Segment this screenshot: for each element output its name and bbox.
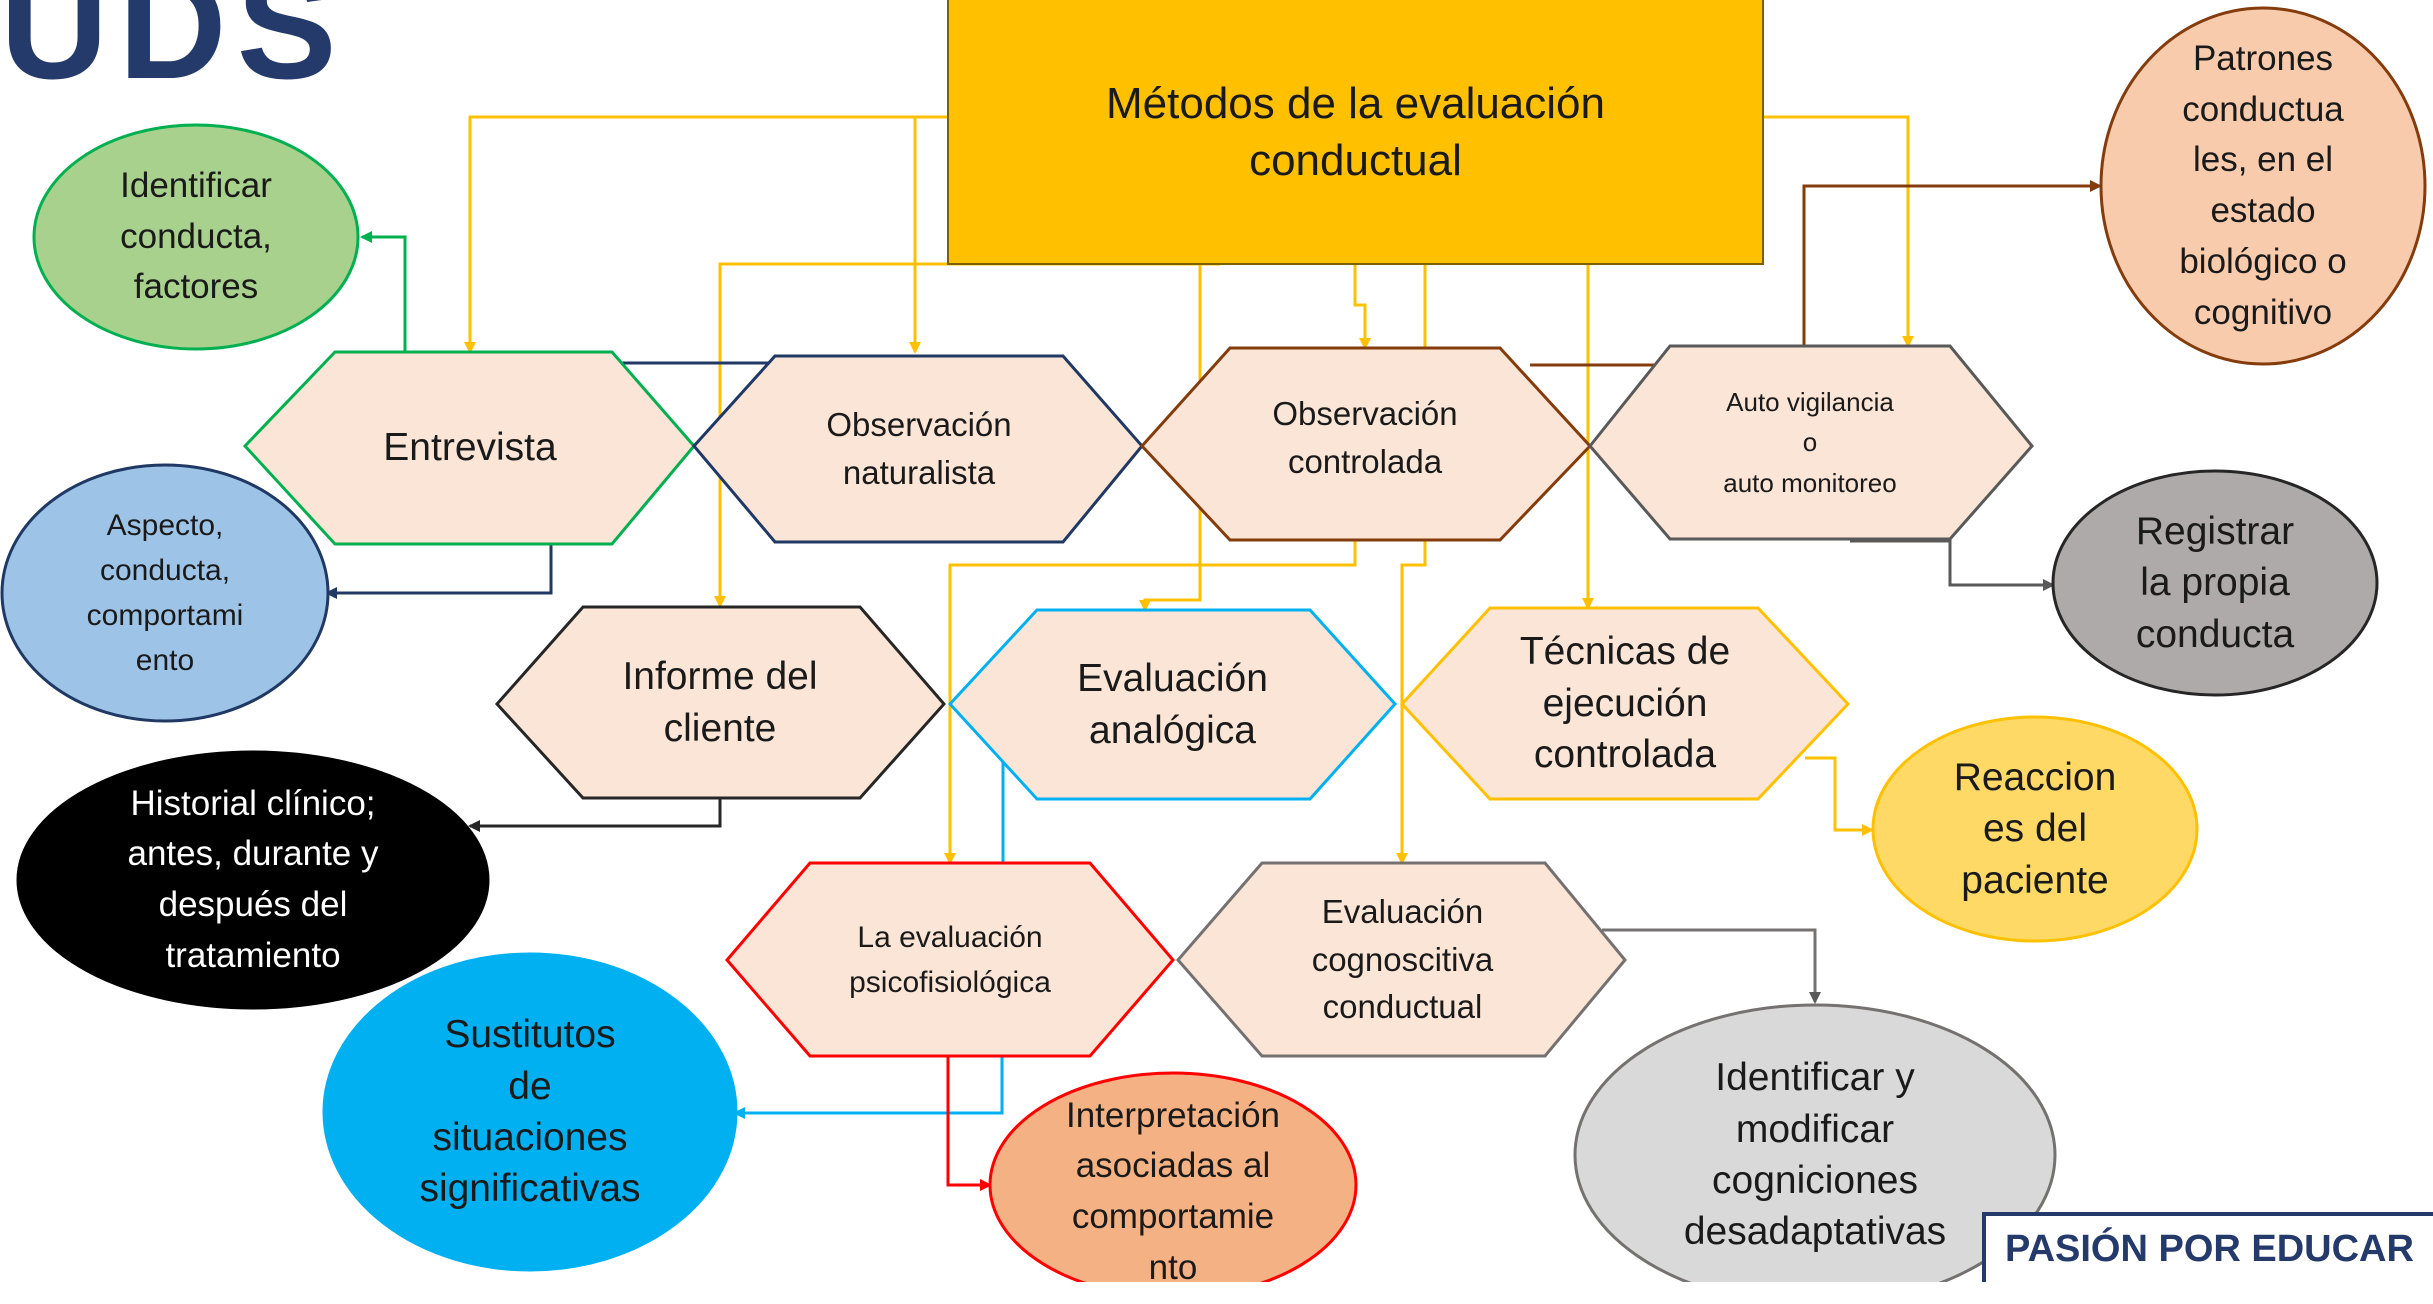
ellipse-reacciones bbox=[1871, 715, 2199, 943]
label-interpretacion: Interpretación asociadas al comportamie … bbox=[1065, 1095, 1281, 1287]
ellipse-registrar bbox=[2051, 469, 2379, 697]
ellipse-interpretacion bbox=[988, 1071, 1358, 1282]
edge-informe-historial bbox=[468, 798, 722, 832]
label-cognoscitiva: Evaluación cognoscitiva conductual bbox=[1311, 892, 1494, 1026]
label-reacciones: Reaccion es del paciente bbox=[1953, 755, 2117, 902]
edge-title-psicofisiologica bbox=[944, 540, 1357, 865]
hex-tecnicas bbox=[1399, 606, 1851, 801]
label-historial: Historial clínico; antes, durante y desp… bbox=[127, 783, 379, 975]
hex-eval-analogica bbox=[947, 608, 1398, 801]
ellipse-sustitutos bbox=[322, 952, 738, 1272]
label-eval-analogica: Evaluación analógica bbox=[1077, 657, 1268, 752]
label-registrar: Registrar la propia conducta bbox=[2135, 509, 2295, 656]
edge-auto-patrones bbox=[1802, 180, 2102, 346]
edge-title-auto bbox=[1763, 115, 1914, 348]
ellipse-identificar bbox=[32, 123, 360, 351]
label-modificar: Identificar y modificar cogniciones desa… bbox=[1683, 1056, 1947, 1254]
edge-tecnicas-reacciones bbox=[1805, 756, 1874, 836]
label-obs-controlada: Observación controlada bbox=[1272, 395, 1458, 480]
logo: UDS bbox=[0, 0, 347, 110]
label-informe: Informe del cliente bbox=[622, 655, 818, 750]
label-patrones: Patrones conductua les, en el estado bio… bbox=[2179, 38, 2347, 332]
label-obs-naturalista: Observación naturalista bbox=[826, 406, 1012, 491]
label-identificar: Identificar conducta, factores bbox=[120, 165, 272, 307]
edge-entrevista-identificar bbox=[357, 231, 407, 354]
ellipse-historial bbox=[16, 750, 490, 1010]
hex-cognoscitiva bbox=[1176, 861, 1627, 1058]
hex-auto-vigilancia bbox=[1588, 344, 2034, 541]
edge-title-obs-controlada bbox=[1353, 264, 1371, 350]
edge-entrevista-aspecto bbox=[325, 540, 553, 599]
label-aspecto: Aspecto, conducta, comportami ento bbox=[86, 509, 244, 677]
label-tecnicas: Técnicas de ejecución controlada bbox=[1519, 630, 1731, 777]
ellipse-modificar bbox=[1573, 1003, 2057, 1282]
title-box bbox=[947, 0, 1764, 265]
edge-psico-interpretacion bbox=[946, 1056, 992, 1191]
label-sustitutos: Sustitutos de situaciones significativas bbox=[419, 1013, 641, 1211]
footer-tagline: PASIÓN POR EDUCAR bbox=[1982, 1212, 2433, 1282]
hex-psicofisiologica bbox=[725, 861, 1175, 1058]
edge-title-entrevista bbox=[464, 115, 948, 354]
label-entrevista: Entrevista bbox=[383, 426, 557, 470]
label-psicofisiologica: La evaluación psicofisiológica bbox=[849, 920, 1051, 999]
title-label: Métodos de la evaluación conductual bbox=[1106, 78, 1605, 185]
hex-informe bbox=[494, 605, 946, 800]
ellipse-aspecto bbox=[0, 463, 330, 723]
ellipse-patrones bbox=[2099, 6, 2427, 366]
edge-cognoscitiva-modificar bbox=[1602, 928, 1821, 1004]
label-auto-vigilancia: Auto vigilancia o auto monitoreo bbox=[1723, 387, 1897, 498]
edge-auto-registrar bbox=[1850, 539, 2055, 591]
